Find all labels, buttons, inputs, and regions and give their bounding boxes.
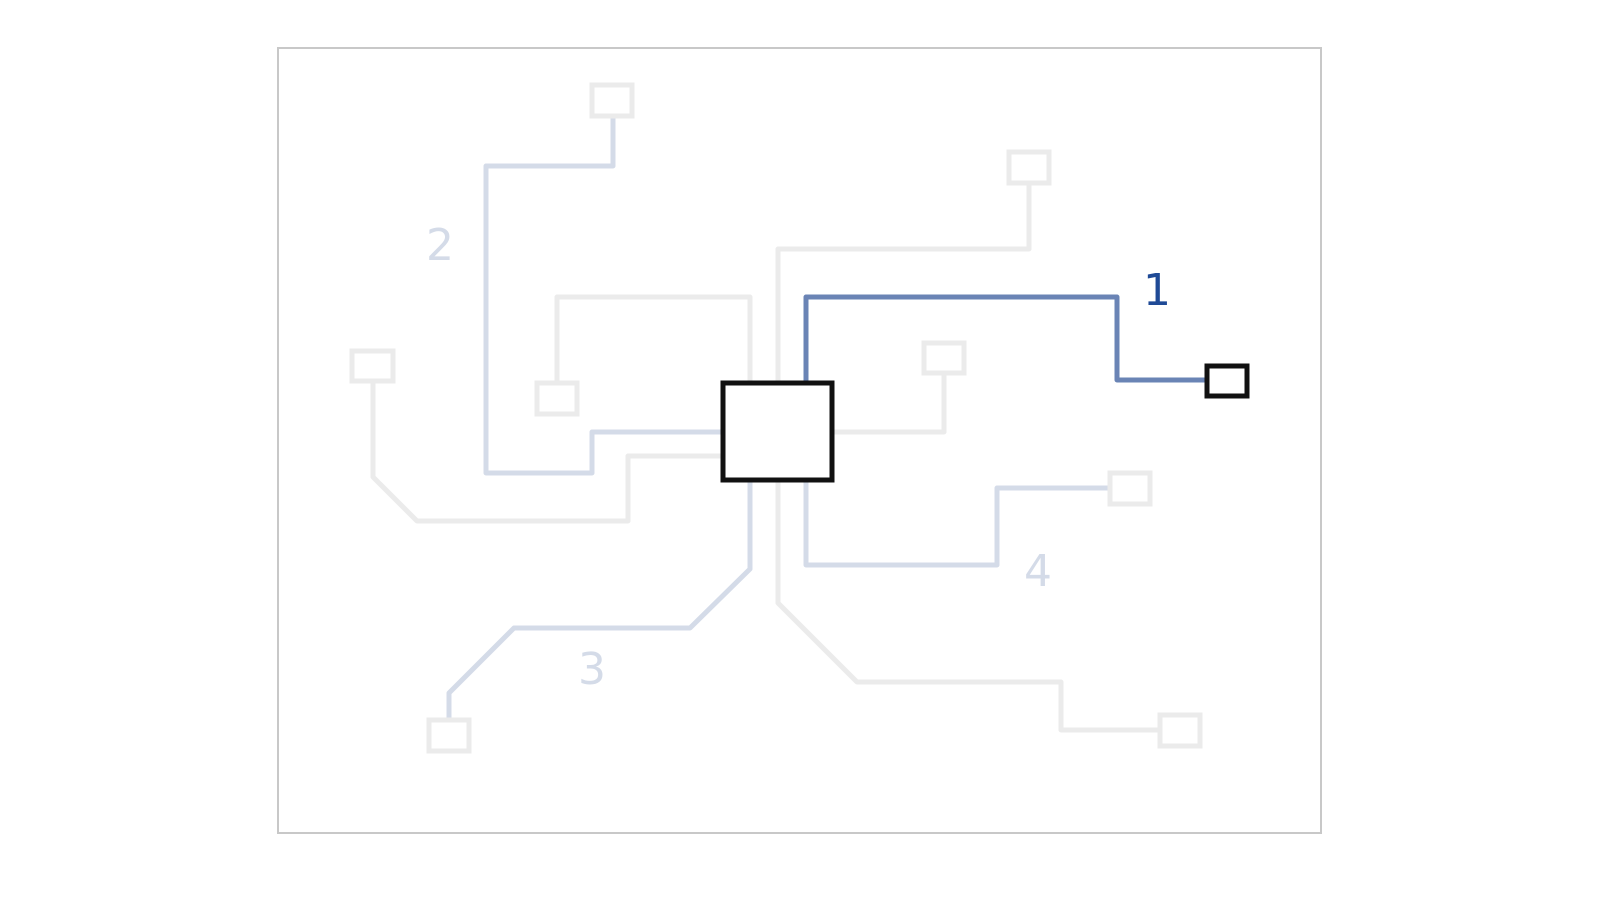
terminal-node[interactable] bbox=[1006, 149, 1052, 186]
route-inactive-e bbox=[775, 477, 1163, 733]
route-label-1: 1 bbox=[1143, 265, 1171, 316]
route-2[interactable] bbox=[483, 113, 726, 476]
route-label-3: 3 bbox=[578, 644, 606, 695]
central-hub-node[interactable] bbox=[720, 380, 835, 483]
terminal-node[interactable] bbox=[921, 340, 967, 376]
terminal-node[interactable] bbox=[1157, 712, 1203, 749]
diagram-frame bbox=[277, 47, 1322, 834]
terminal-node-3[interactable] bbox=[426, 717, 472, 754]
terminal-node-2[interactable] bbox=[589, 82, 635, 119]
terminal-node-1-selected[interactable] bbox=[1204, 363, 1250, 399]
route-label-4: 4 bbox=[1024, 546, 1052, 597]
route-1[interactable] bbox=[803, 294, 1210, 386]
terminal-node-4[interactable] bbox=[1107, 470, 1153, 507]
terminal-node[interactable] bbox=[534, 380, 580, 417]
route-inactive-b bbox=[554, 294, 753, 386]
route-label-2: 2 bbox=[426, 220, 454, 271]
route-inactive-d bbox=[370, 378, 726, 524]
route-3[interactable] bbox=[446, 477, 753, 723]
route-4[interactable] bbox=[803, 477, 1113, 568]
route-inactive-a bbox=[775, 180, 1032, 386]
route-inactive-c bbox=[829, 370, 947, 435]
terminal-node[interactable] bbox=[349, 348, 396, 384]
